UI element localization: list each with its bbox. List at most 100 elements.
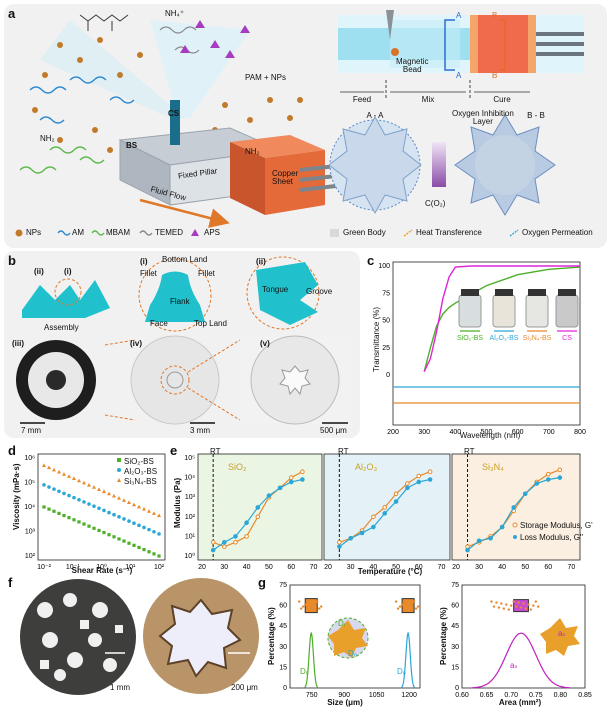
g-right-jitter [524,607,528,610]
d-point [142,548,146,552]
d-point [42,505,46,509]
e-xtick: 30 [347,564,355,571]
g-left-jitter [308,608,311,611]
e-xtick: 60 [544,564,552,571]
d-point [147,550,151,554]
g-right-xtick: 0.70 [504,692,518,699]
g-left-jitter [398,605,402,608]
inhibition-layer-label: Oxygen Inhibition Layer [452,109,514,126]
c-xtick: 500 [481,429,493,436]
d-point [52,467,56,472]
d-point [72,476,76,481]
d-legend-marker [117,478,121,482]
d-point [142,525,146,530]
panel-c-label: c [367,253,375,268]
g-right-xtick: 0.65 [480,692,494,699]
legend-nps: NPs [26,228,42,237]
legend-aps: APS [204,228,221,237]
d-point [112,535,116,539]
d-ytick: 10⁵ [24,480,35,487]
d-point [57,469,61,474]
section-a-top: A [456,11,462,20]
section-bb-label: B - B [527,111,545,120]
scale-500um: 500 μm [320,426,347,435]
scale-7mm: 7 mm [21,426,41,435]
fillet-right-label: Fillet [198,269,215,278]
d-point [82,522,86,526]
g-left-jitter [306,601,309,604]
e-point [371,514,376,520]
vial-cap [461,289,479,296]
d-point [127,519,131,523]
d-xtick: 10⁰ [96,563,107,571]
e-mat-al2o3: Al₂O₃ [355,462,378,472]
panel-a-illustration [15,10,584,237]
e-point [427,477,433,482]
g-right-jitter [495,601,498,604]
e-point [393,491,399,497]
panel-e-label: e [170,443,178,458]
d-ytick: 10³ [25,529,36,536]
vial-sio2: SiO₂-BS [456,335,484,342]
cure-label: Cure [493,95,511,104]
d-point [117,496,121,500]
g-left-jitter [300,607,303,610]
e-legend-marker [513,535,517,539]
d-point [107,533,111,537]
e-point [427,469,433,474]
d-point [137,523,141,528]
g-dr-label: Dᵣ [300,667,308,676]
vial-cap [558,289,576,296]
c-plot-frame [392,261,581,426]
d-point [157,554,161,558]
g-left-xtick: 1200 [401,692,417,699]
legend-mbam: MBAM [106,228,130,237]
d-point [107,491,111,496]
e-point [337,544,342,549]
g-left-jitter [320,605,323,608]
g-left-ylabel: Percentage (%) [267,607,276,665]
legend-green-body: Green Body [343,228,386,237]
d-point [67,516,71,520]
d-point [152,511,156,515]
d-xtick: 10⁻¹ [66,564,80,571]
d-point [97,528,101,533]
d-ytick: 10⁴ [24,504,35,511]
e-point [222,544,227,549]
g-right-ylabel: Percentage (%) [439,607,448,665]
e-xtick: 60 [287,564,295,571]
g-left-ytick: 30 [279,644,287,651]
e-point [416,479,422,485]
d-point [102,530,106,535]
magnetic-bead-label: Magnetic Bead [396,57,429,74]
g-left-jitter [408,604,412,607]
e-xtick: 60 [415,564,423,571]
g-left-jitter [304,603,307,606]
d-point [152,529,156,534]
c-series-line [423,266,581,372]
g-left-ytick: 60 [279,603,287,610]
g-right-jitter [532,604,535,607]
e-point [288,479,294,485]
e-rt-3: RT [464,447,475,456]
c-xtick: 400 [449,429,461,436]
f-scale-200um: 200 μm [231,683,258,692]
e-point [522,491,528,497]
d-point [92,485,96,489]
b-sub-ii-b: (ii) [256,257,266,266]
c-xtick: 600 [512,429,524,436]
e-ytick: 10⁵ [184,455,195,462]
d-point [112,493,116,498]
e-point [233,534,238,539]
panel-a-label: a [8,6,16,21]
g-right-jitter [497,606,501,609]
e-ytick: 10³ [185,494,196,501]
e-point [371,524,376,530]
fillet-left-label: Fillet [140,269,157,278]
d-ytick: 10⁶ [24,455,35,462]
e-point [255,505,261,510]
g-right-ytick: 75 [451,582,459,589]
d-point [87,524,91,528]
e-rt-1: RT [210,447,221,456]
c-ytick: 0 [386,372,390,379]
